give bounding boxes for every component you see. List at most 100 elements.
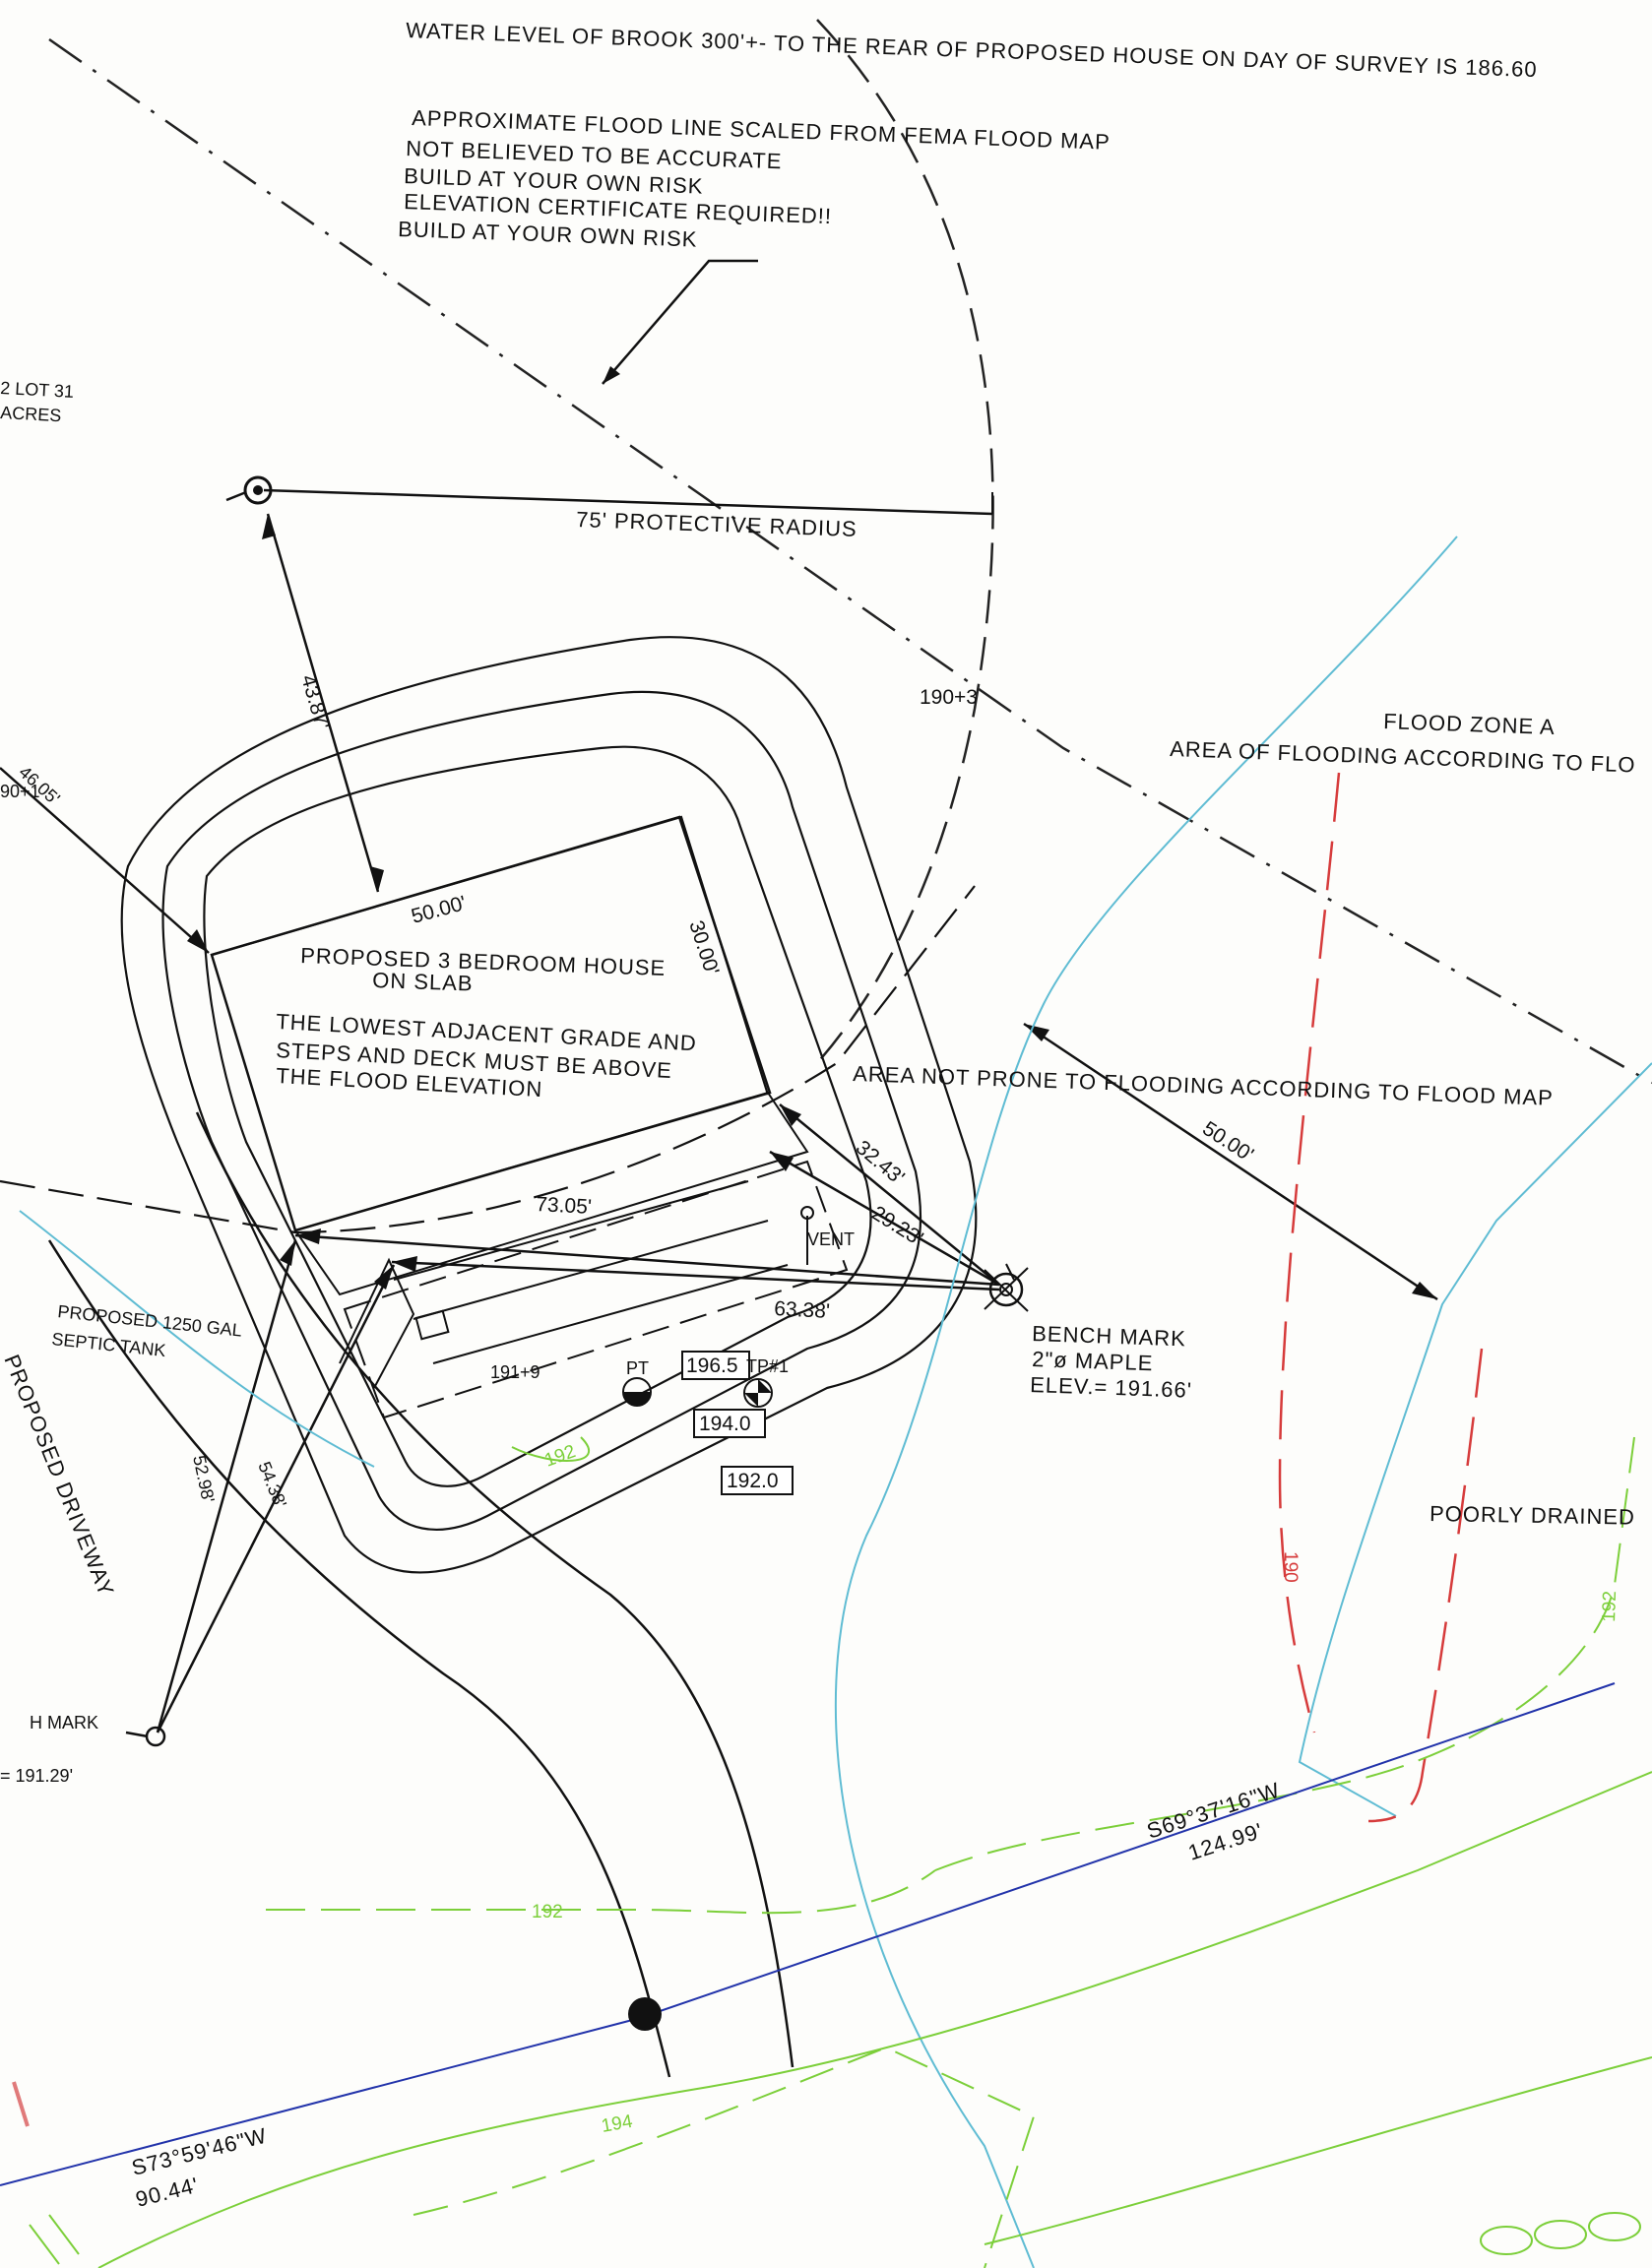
dim-73-05-label: 73.05' [536, 1193, 593, 1219]
poorly-drained-label: POORLY DRAINED [1430, 1501, 1635, 1530]
contour-192-right-label: 192 [1599, 1591, 1620, 1622]
red-mark [12, 2081, 30, 2127]
contour-190 [1278, 772, 1341, 1733]
left-bench-label-1: H MARK [30, 1713, 98, 1732]
wetland-symbols [1480, 2212, 1641, 2255]
bench-mark-label-1: BENCH MARK [1032, 1321, 1186, 1351]
dim-52-98-line [156, 1239, 297, 1733]
contour-small-192 [511, 1436, 590, 1462]
property-corner-monument [628, 1997, 662, 2031]
dim-29-23-line [769, 1150, 1000, 1287]
lot-label-2: ACRES [0, 403, 62, 425]
dim-73-05-arrow [295, 1228, 321, 1244]
note-leader-arrow [603, 366, 620, 384]
bench-mark-label-2: 2"ø MAPLE [1032, 1347, 1154, 1375]
leach-line-3 [432, 1264, 789, 1364]
driveway-label: PROPOSED DRIVEWAY [0, 1352, 119, 1601]
distribution-box [414, 1309, 450, 1341]
dim-50-00-right-line [1023, 1022, 1438, 1301]
dim-46-05-arrow [187, 929, 209, 953]
dim-73-05-line [294, 1233, 1000, 1287]
contour-194-label: 194 [600, 2111, 634, 2137]
house-label-2: ON SLAB [372, 968, 474, 996]
brook-line-2 [1298, 1062, 1652, 1817]
note-leader [602, 259, 758, 385]
dim-63-38-line [391, 1260, 1000, 1292]
dim-32-43-arrow [780, 1104, 801, 1126]
septic-label-2: SEPTIC TANK [51, 1329, 167, 1360]
contour-192-left [266, 1869, 936, 1915]
dim-54-38-line [156, 1264, 396, 1733]
brook-line-1 [834, 536, 1458, 2268]
brook-line-3 [19, 1210, 375, 1468]
dim-52-98-arrow [280, 1240, 295, 1266]
grade-box-194-0 [693, 1409, 766, 1438]
bench-mark-maple-icon [984, 1263, 1029, 1312]
grade-box-196-5 [681, 1351, 750, 1380]
dim-63-38-label: 63.38' [774, 1297, 831, 1323]
station-90-label: 90+1 [0, 782, 40, 801]
dim-50-00-house-label: 50.00' [409, 892, 469, 928]
station-191-9-label: 191+9 [490, 1362, 540, 1382]
property-line [0, 1682, 1616, 2186]
bearing-2-label: S73°59'46"W [129, 2123, 270, 2180]
flood-zone-a-label: FLOOD ZONE A [1383, 709, 1556, 739]
not-prone-label: AREA NOT PRONE TO FLOODING ACCORDING TO … [853, 1061, 1554, 1110]
house-dashed-line [0, 885, 976, 1234]
driveway-edge-left [47, 1239, 671, 2078]
note-water-level: WATER LEVEL OF BROOK 300'+- TO THE REAR … [406, 18, 1538, 82]
grading-outline-3 [203, 745, 872, 1487]
contour-190-label: 190 [1280, 1551, 1301, 1583]
dim-46-05-line [0, 767, 210, 954]
dim-52-98-label: 52.98' [189, 1454, 219, 1505]
dim-54-38-label: 54.38' [254, 1459, 290, 1510]
perc-test-label: PT [626, 1358, 649, 1378]
dim-50-00-right-arrow-a [1024, 1024, 1049, 1041]
test-pit-label: TP#1 [746, 1356, 789, 1376]
contour-194-b [984, 2056, 1652, 2245]
dim-32-43-line [779, 1103, 1000, 1286]
leach-line-1 [393, 1180, 749, 1281]
fema-flood-line [48, 37, 1652, 1085]
left-bench-mark-icon [125, 1726, 166, 1747]
station-190-3-label: 190+3 [920, 686, 978, 709]
distance-2-label: 90.44' [133, 2173, 201, 2212]
septic-tank-outline [293, 1091, 809, 1296]
dim-63-38-arrow [392, 1256, 417, 1272]
vent-icon [800, 1206, 814, 1220]
septic-pipe [339, 1257, 415, 1389]
grading-outline-2 [161, 690, 922, 1531]
left-bench-label-2: = 191.29' [0, 1766, 73, 1786]
bench-mark-label-3: ELEV.= 191.66' [1030, 1372, 1193, 1403]
vent-label: VENT [807, 1229, 855, 1249]
contour-192-left-label: 192 [532, 1902, 563, 1922]
leach-field-dashed [343, 1160, 849, 1419]
contour-190-b [1367, 1348, 1484, 1823]
contour-192-small-label: 192 [542, 1441, 579, 1472]
protective-radius-label: 75' PROTECTIVE RADIUS [576, 507, 858, 541]
grade-194-0: 194.0 [699, 1413, 751, 1435]
dim-50-00-right-arrow-b [1412, 1282, 1437, 1299]
grade-192-0: 192.0 [727, 1470, 779, 1492]
grading-outline-outer [120, 636, 978, 1574]
dim-43-87-arrow-top [262, 514, 276, 539]
house-label-1: PROPOSED 3 BEDROOM HOUSE [300, 943, 667, 980]
flood-zone-area-label: AREA OF FLOODING ACCORDING TO FLO [1170, 736, 1636, 778]
dim-29-23-label: 29.23' [867, 1202, 926, 1250]
protective-radius-line [263, 488, 993, 516]
protective-radius-arc [816, 19, 994, 1064]
contour-194 [97, 1771, 1652, 2268]
dim-43-87-line [266, 513, 380, 893]
dim-43-87-arrow-bottom [370, 866, 384, 892]
contour-dashed-low [413, 2046, 1036, 2268]
test-pit-icon [743, 1378, 773, 1408]
house-foundation [211, 815, 770, 1096]
dim-54-38-arrow [374, 1265, 394, 1290]
tree-hatch [29, 2214, 80, 2265]
grade-box-192-0 [721, 1466, 794, 1495]
contour-192-right [934, 1436, 1635, 1871]
lot-label-1: 2 LOT 31 [0, 378, 74, 402]
grade-196-5: 196.5 [686, 1354, 738, 1377]
